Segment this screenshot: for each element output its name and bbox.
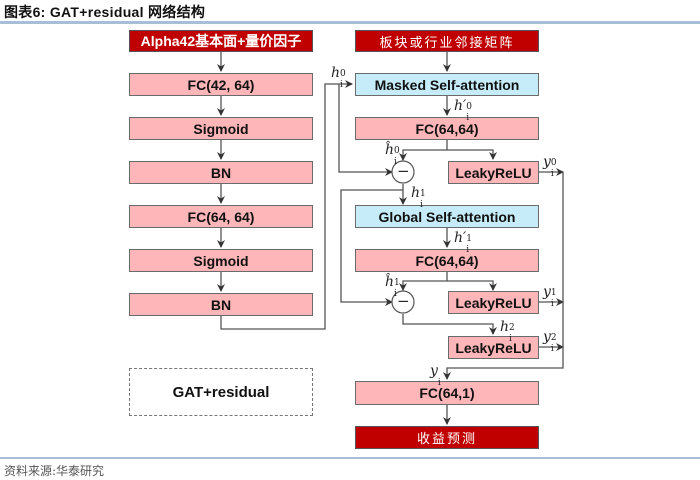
return-prediction-box: 收益预测: [355, 426, 539, 449]
subtract-symbol-0: −: [397, 162, 410, 180]
bn-2-box: BN: [129, 293, 313, 316]
adjacency-matrix-box: 板块或行业邻接矩阵: [355, 30, 539, 52]
sum-bus: [443, 172, 564, 380]
arrow-fc1-leaky1: [447, 149, 497, 160]
legend-gat-residual: GAT+residual: [129, 368, 313, 416]
arrow-h1-sub1: [340, 189, 403, 306]
fc-64-64-box: FC(64, 64): [129, 205, 313, 228]
figure-title: 图表6: GAT+residual 网络结构: [4, 4, 206, 20]
arrow-fc2-leaky2: [447, 280, 497, 291]
fc-64-64-b-box: FC(64,64): [355, 249, 539, 272]
leaky-relu-1-box: LeakyReLU: [448, 291, 539, 314]
fc-64-1-box: FC(64,1): [355, 381, 539, 405]
bottom-divider: [0, 457, 700, 459]
global-self-attention-box: Global Self-attention: [355, 205, 539, 228]
masked-self-attention-box: Masked Self-attention: [355, 73, 539, 96]
leaky-relu-2-box: LeakyReLU: [448, 336, 539, 359]
sigmoid-2-box: Sigmoid: [129, 249, 313, 272]
input-factors-box: Alpha42基本面+量价因子: [129, 30, 313, 52]
arrow-fc2-sub1: [399, 272, 448, 291]
arrow-h0-sub0: [338, 84, 393, 176]
top-divider: [0, 21, 700, 24]
fc-64-64-a-box: FC(64,64): [355, 117, 539, 140]
arrow-bn2-masked: [220, 80, 353, 330]
subtract-node-0: [391, 160, 415, 184]
sigmoid-1-box: Sigmoid: [129, 117, 313, 140]
bn-1-box: BN: [129, 161, 313, 184]
subtract-node-1: [391, 290, 415, 314]
arrow-fc1-sub0: [399, 140, 448, 161]
fc-42-64-box: FC(42, 64): [129, 73, 313, 96]
arrow-sub1-leaky3: [402, 314, 497, 335]
leaky-relu-0-box: LeakyReLU: [448, 161, 539, 184]
subtract-symbol-1: −: [397, 292, 410, 310]
source-note: 资料来源:华泰研究: [4, 464, 105, 478]
